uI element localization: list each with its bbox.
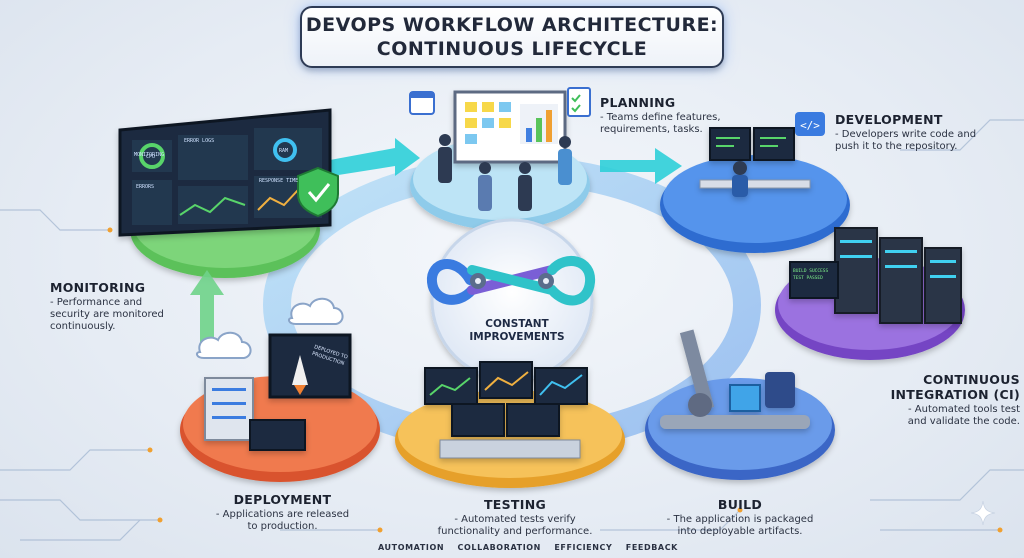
arrow-monitor-to-plan [330, 138, 420, 176]
shield-icon [297, 166, 339, 218]
build-title: BUILD [717, 497, 763, 512]
monitoring-desc-2: security are monitored [50, 309, 164, 320]
arrow-deploy-to-monitor [190, 270, 224, 355]
monitor-label-2: RAM [279, 148, 289, 154]
hub-label: CONSTANT IMPROVEMENTS [452, 318, 582, 344]
planning-label: PLANNING - Teams define features, requir… [600, 95, 750, 136]
planning-team [438, 134, 572, 211]
testing-desc-2: functionality and performance. [437, 526, 593, 537]
footer-tag-feedback: FEEDBACK [625, 542, 678, 552]
development-desk [699, 127, 811, 197]
calendar-icon [409, 91, 435, 115]
monitoring-label: MONITORING - Performance and security ar… [50, 280, 190, 333]
circuit-dots [107, 227, 1003, 533]
build-desc-2: into deployable artifacts. [677, 526, 803, 537]
testing-title: TESTING [483, 497, 547, 512]
monitor-screen-labels: MONITORING CPU RAM ERROR LOGS RESPONSE T… [124, 112, 330, 232]
hub-line-2: IMPROVEMENTS [469, 331, 565, 343]
planning-title: PLANNING [600, 95, 676, 110]
planning-desc-2: requirements, tasks. [600, 124, 703, 135]
testing-desc-1: - Automated tests verify [454, 514, 576, 525]
ci-screen-text: BUILD SUCCESS TEST PASSED [793, 268, 837, 282]
arrow-plan-to-dev [600, 148, 682, 184]
ci-title-1: CONTINUOUS [923, 372, 1020, 387]
monitor-label-4: RESPONSE TIME [259, 178, 299, 184]
testing-label: TESTING - Automated tests verify functio… [415, 497, 615, 538]
planning-desc-1: - Teams define features, [600, 112, 721, 123]
ci-screen-line-1: BUILD SUCCESS [793, 269, 829, 274]
title-banner: DEVOPS WORKFLOW ARCHITECTURE: CONTINUOUS… [300, 6, 724, 68]
cloud-icon [195, 297, 344, 359]
ci-server-racks [789, 227, 962, 324]
monitor-label-3: ERROR LOGS [184, 138, 215, 144]
build-desc-1: - The application is packaged [666, 514, 814, 525]
svg-text:</>: </> [800, 119, 820, 132]
deployment-label: DEPLOYMENT - Applications are released t… [190, 492, 375, 533]
development-title: DEVELOPMENT [835, 112, 943, 127]
title-line-2: CONTINUOUS LIFECYCLE [376, 38, 648, 60]
code-icon: </> [795, 112, 825, 136]
ci-screen-line-2: TEST PASSED [793, 276, 823, 281]
circuit-traces [0, 119, 1024, 541]
monitor-label-1: CPU [146, 154, 156, 160]
checklist-icon [567, 87, 591, 117]
footer-tag-automation: AUTOMATION [378, 542, 445, 552]
build-label: BUILD - The application is packaged into… [640, 497, 840, 538]
sparkle-icon [970, 500, 996, 526]
ci-desc-2: and validate the code. [907, 416, 1020, 427]
deployment-servers [204, 333, 352, 451]
monitoring-desc-1: - Performance and [50, 297, 143, 308]
deployment-desc-2: to production. [247, 521, 318, 532]
development-desc-1: - Developers write code and [835, 129, 977, 140]
deployment-desc-1: - Applications are released [215, 509, 350, 520]
footer-tags: AUTOMATION COLLABORATION EFFICIENCY FEED… [378, 539, 678, 555]
development-desc-2: push it to the repository. [835, 141, 958, 152]
monitor-label-0: MONITORING [134, 152, 165, 158]
footer-tag-efficiency: EFFICIENCY [554, 542, 613, 552]
testing-command-center [424, 361, 588, 459]
ci-title-2: INTEGRATION (CI) [890, 387, 1020, 402]
development-label: DEVELOPMENT - Developers write code and … [835, 112, 1020, 153]
monitor-label-5: ERRORS [136, 184, 155, 190]
infinity-icon [426, 256, 596, 306]
deployment-title: DEPLOYMENT [233, 492, 332, 507]
planning-whiteboard [453, 90, 567, 164]
flow-arrows [190, 138, 682, 355]
title-line-1: DEVOPS WORKFLOW ARCHITECTURE: [305, 14, 719, 36]
monitoring-title: MONITORING [50, 280, 146, 295]
ci-desc-1: - Automated tools test [907, 404, 1020, 415]
ci-label: CONTINUOUS INTEGRATION (CI) - Automated … [860, 372, 1020, 428]
build-robot [660, 329, 810, 429]
monitoring-desc-3: continuously. [50, 321, 116, 332]
footer-tag-collaboration: COLLABORATION [457, 542, 541, 552]
hub-line-1: CONSTANT [485, 318, 549, 330]
